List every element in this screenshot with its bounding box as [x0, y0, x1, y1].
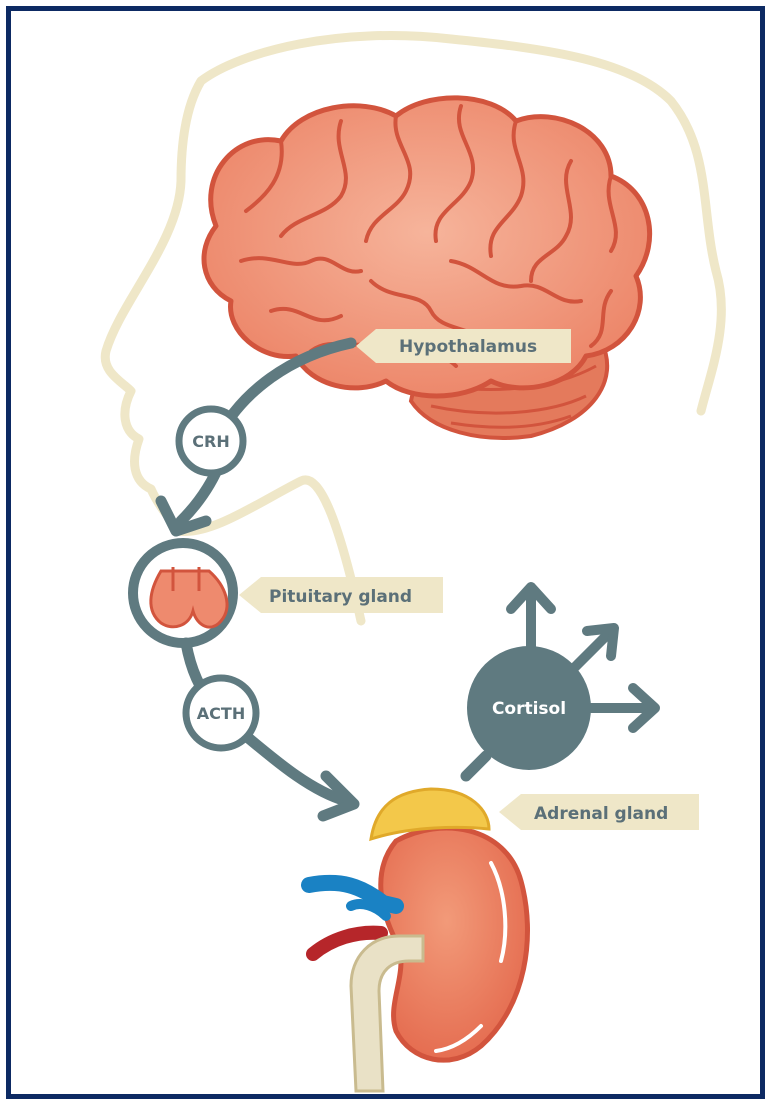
diagram-frame: CRH Hypothalamus Pituitary gland ACTH C	[6, 6, 765, 1099]
acth-label: ACTH	[197, 704, 245, 723]
cortisol-label: Cortisol	[492, 699, 566, 719]
pituitary-node	[133, 543, 233, 643]
crh-node: CRH	[179, 409, 243, 473]
cortisol-node: Cortisol	[466, 587, 655, 776]
adrenal-tag: Adrenal gland	[499, 794, 699, 830]
acth-node: ACTH	[186, 678, 256, 748]
crh-label: CRH	[192, 432, 229, 451]
adrenal-label: Adrenal gland	[534, 804, 668, 824]
pituitary-icon	[151, 571, 227, 627]
pituitary-label: Pituitary gland	[269, 587, 412, 607]
pituitary-tag: Pituitary gland	[239, 577, 443, 613]
hypothalamus-label: Hypothalamus	[399, 337, 537, 357]
hpa-axis-diagram: CRH Hypothalamus Pituitary gland ACTH C	[11, 11, 760, 1094]
kidney-illustration	[309, 789, 528, 1091]
hypothalamus-tag: Hypothalamus	[356, 329, 571, 363]
